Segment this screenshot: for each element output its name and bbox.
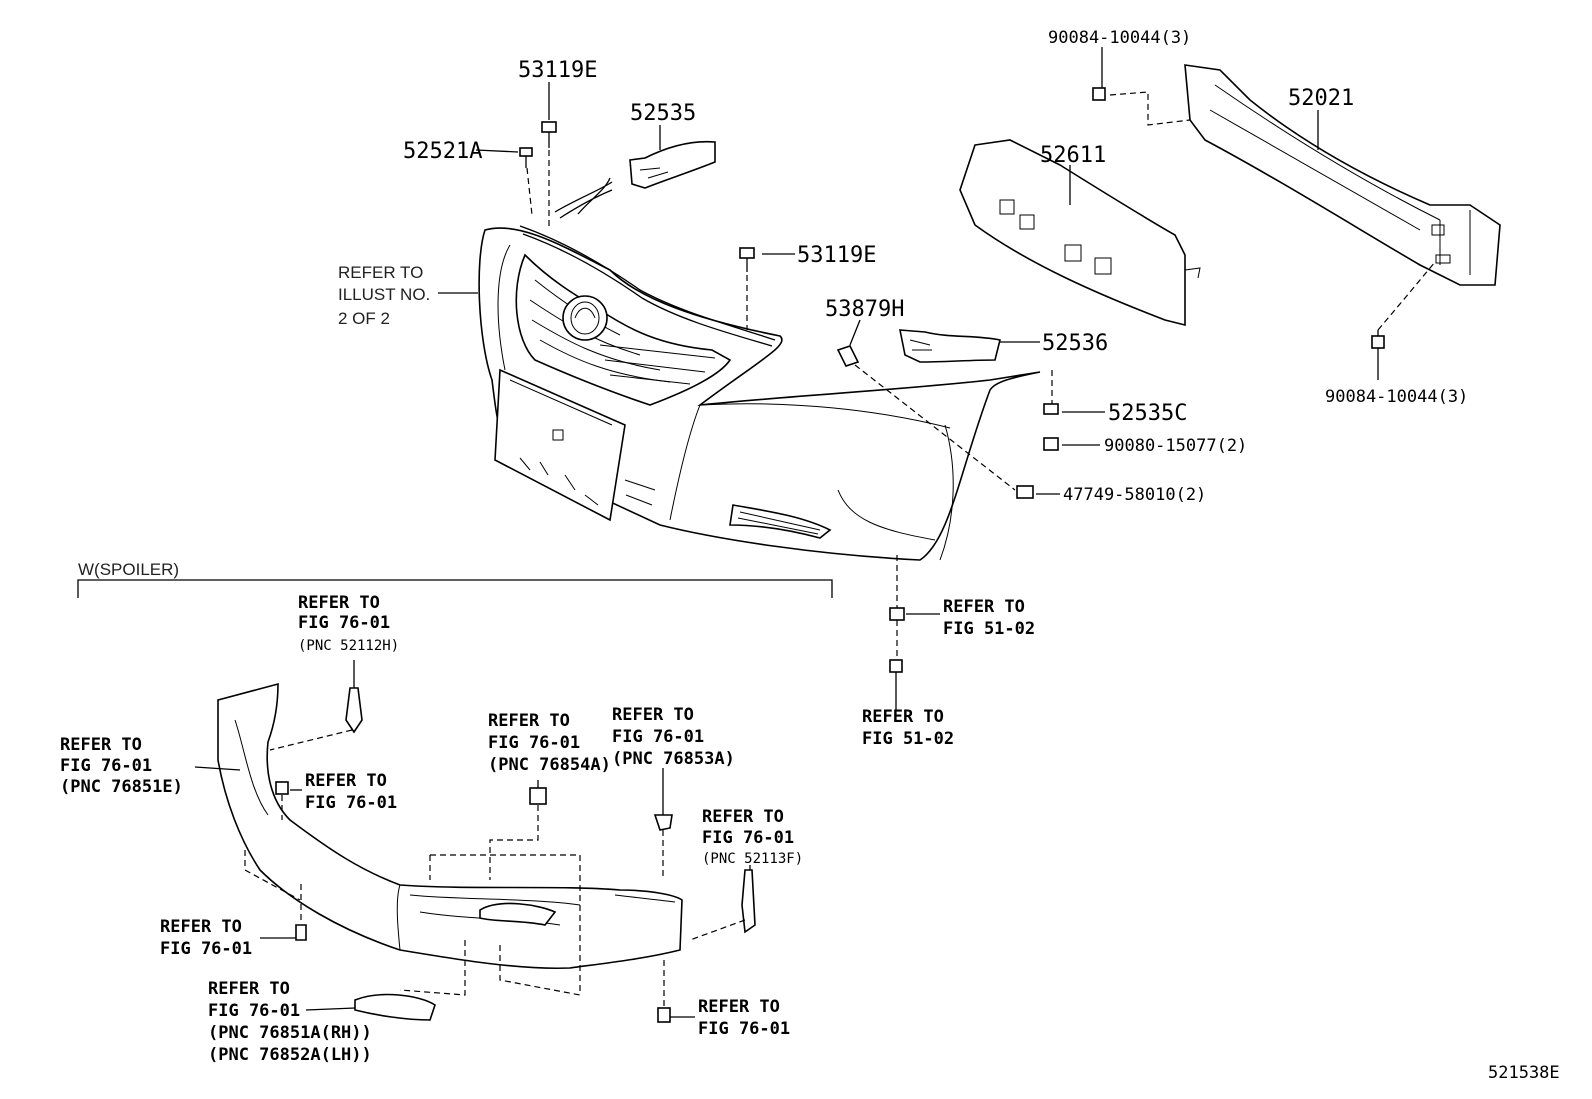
refer-52113f-line2: FIG 76-01 (702, 828, 794, 848)
part-number-labels: 53119E 52535 52521A 53119E 90084-10044(3… (403, 28, 1560, 1083)
refer-52112h-line3: (PNC 52112H) (298, 638, 399, 654)
spoiler-fastener-icons (275, 687, 756, 1023)
refer-76851a-line3: (PNC 76851A(RH)) (208, 1023, 372, 1043)
spoiler-bracket-line (77, 579, 833, 598)
label-52521a: 52521A (403, 139, 482, 164)
license-plate-mount-drawing (494, 368, 656, 522)
dashed-guides-top (526, 91, 1436, 658)
refer-76853a-line2: FIG 76-01 (612, 727, 704, 747)
refer-52113f-line3: (PNC 52113F) (702, 851, 803, 867)
label-52536: 52536 (1042, 331, 1108, 356)
label-52021: 52021 (1288, 86, 1354, 111)
leader-lines-top (438, 47, 1379, 710)
label-53119e-top: 53119E (518, 58, 597, 83)
refer-clip2-line1: REFER TO (160, 917, 242, 937)
figure-id: 521538E (1488, 1063, 1560, 1083)
refer-76851e-line1: REFER TO (60, 735, 142, 755)
refer-clip1-line1: REFER TO (305, 771, 387, 791)
label-52611: 52611 (1040, 143, 1106, 168)
refer-52112h-line2: FIG 76-01 (298, 613, 390, 633)
refer-illust-line2: ILLUST NO. (338, 285, 430, 304)
label-53879h: 53879H (825, 297, 904, 322)
refer-illust-line1: REFER TO (338, 263, 423, 282)
refer-76854a-line2: FIG 76-01 (488, 733, 580, 753)
absorber-52611-drawing (959, 139, 1201, 327)
refer-5102-a-line1: REFER TO (943, 597, 1025, 617)
spoiler-drawing (217, 682, 683, 970)
leader-lines-spoiler (194, 660, 751, 1018)
refer-clip3-line1: REFER TO (698, 997, 780, 1017)
label-90084-top: 90084-10044(3) (1048, 28, 1191, 48)
bumper-cover-drawing (478, 177, 1041, 561)
refer-76854a-line1: REFER TO (488, 711, 570, 731)
refer-76853a-line3: (PNC 76853A) (612, 749, 735, 769)
refer-76851a-line4: (PNC 76852A(LH)) (208, 1045, 372, 1065)
refer-76851e-line2: FIG 76-01 (60, 756, 152, 776)
dashed-guides-spoiler (244, 729, 746, 1008)
refer-76853a-line1: REFER TO (612, 705, 694, 725)
refer-clip2-line2: FIG 76-01 (160, 939, 252, 959)
label-53119e-mid: 53119E (797, 243, 876, 268)
refer-76851e-line3: (PNC 76851E) (60, 777, 183, 797)
refer-5102-a-line2: FIG 51-02 (943, 619, 1035, 639)
label-90080: 90080-15077(2) (1104, 436, 1247, 456)
label-52535c: 52535C (1108, 401, 1187, 426)
label-47749: 47749-58010(2) (1063, 485, 1206, 505)
refer-76851a-line2: FIG 76-01 (208, 1001, 300, 1021)
reinforcement-52021-drawing (1184, 64, 1501, 286)
refer-52113f-line1: REFER TO (702, 807, 784, 827)
grille-drawing (515, 253, 732, 406)
label-52535: 52535 (630, 101, 696, 126)
refer-clip3-line2: FIG 76-01 (698, 1019, 790, 1039)
refer-5102-b-line1: REFER TO (862, 707, 944, 727)
refer-clip1-line2: FIG 76-01 (305, 793, 397, 813)
refer-76851a-line1: REFER TO (208, 979, 290, 999)
fastener-icons-top (519, 87, 1385, 673)
spoiler-heading: W(SPOILER) (78, 560, 179, 579)
refer-labels: REFER TO ILLUST NO. 2 OF 2 W(SPOILER) RE… (60, 263, 1035, 1065)
label-90084-bottom: 90084-10044(3) (1325, 387, 1468, 407)
refer-illust-line3: 2 OF 2 (338, 309, 390, 328)
refer-76854a-line3: (PNC 76854A) (488, 755, 611, 775)
retainer-52535-drawing (629, 140, 716, 189)
refer-5102-b-line2: FIG 51-02 (862, 729, 954, 749)
refer-52112h-line1: REFER TO (298, 593, 380, 613)
retainer-52536-drawing (899, 329, 1001, 363)
